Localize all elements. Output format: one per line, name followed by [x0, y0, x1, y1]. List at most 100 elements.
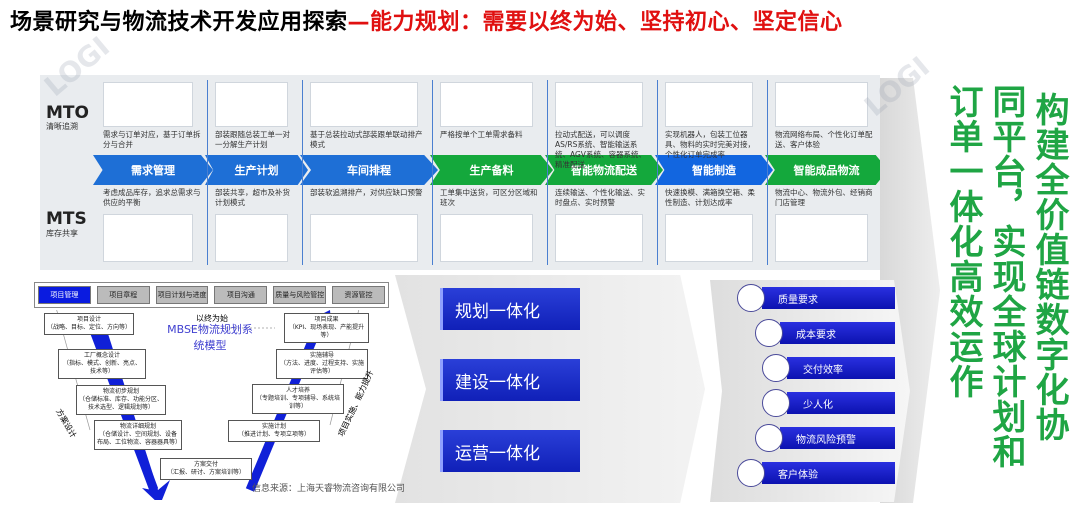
stage-image-top	[555, 82, 643, 127]
stage-image-bottom	[775, 214, 868, 262]
vmodel-box: 物流初步规划（仓储标准、库存、功能分区、技术选型、逻辑规划等）	[76, 385, 166, 415]
requirement-label: 物流风险预警	[796, 434, 856, 446]
stage-bottom-text: 考虑成品库存，追求总需求与供应的平衡	[103, 188, 201, 207]
stage-divider	[432, 80, 433, 265]
vmodel-box-detail: （KPI、现场表现、产能提升等）	[288, 324, 365, 339]
stage-image-bottom	[310, 214, 418, 262]
vmodel-box-title: 物流初步规划	[102, 388, 139, 395]
requirement-circle	[737, 459, 765, 487]
vertical-text-1: 构建全价值链数字化协	[1029, 92, 1069, 442]
integration-planning: 规划一体化	[440, 288, 580, 330]
requirement-label: 客户体验	[778, 469, 818, 481]
stage-bottom-text: 快速换模、满箱换空箱、柔性制造、计划达成率	[665, 188, 755, 207]
vmodel-center-title: MBSE物流规划系统模型	[167, 323, 253, 352]
stage-image-bottom	[555, 214, 643, 262]
stage-chevron: 智能制造	[655, 155, 773, 185]
stage-divider	[302, 80, 303, 265]
vmodel-box: 项目设计（战略、目标、定位、方向等）	[44, 313, 134, 335]
title-main: 场景研究与物流技术开发应用探索	[10, 10, 348, 35]
stage-divider	[767, 80, 768, 265]
stage-image-bottom	[665, 214, 753, 262]
vmodel-box: 实施计划（推进计划、专项立项等）	[228, 420, 320, 442]
stage-label: 车间排程	[347, 164, 391, 177]
vmodel-tab[interactable]: 质量与风险管控	[273, 286, 327, 304]
stage-chevron: 智能成品物流	[765, 155, 888, 185]
stage-chevron: 车间排程	[300, 155, 438, 185]
vmodel-box-detail: （仓储标准、库存、功能分区、技术选型、逻辑规划等）	[79, 396, 164, 411]
stage-bottom-text: 部装软追溯排产，对供应缺口预警	[310, 188, 423, 197]
stage-label: 智能制造	[692, 164, 736, 177]
stage-label: 智能物流配送	[571, 164, 637, 177]
stage-image-top	[103, 82, 193, 127]
vmodel-box: 实施辅导（方法、进度、过程支持、实施评估等）	[276, 349, 368, 379]
stage-label: 需求管理	[131, 164, 175, 177]
integration-operation: 运营一体化	[440, 430, 580, 472]
vmodel-tab[interactable]: 项目沟通	[214, 286, 268, 304]
stage-top-text: 部装跟随总装工单一对一分解生产计划	[215, 130, 290, 149]
stage-label: 智能成品物流	[793, 164, 860, 177]
requirement-item: 交付效率	[787, 357, 895, 379]
requirement-circle	[762, 389, 790, 417]
stage-bottom-text: 部装共享，超市及补货计划模式	[215, 188, 290, 207]
vmodel-box-title: 人才培养	[285, 387, 310, 394]
vmodel-tab[interactable]: 项目章程	[96, 286, 150, 304]
stage-image-top	[215, 82, 288, 127]
requirement-item: 质量要求	[762, 287, 895, 309]
stage-image-top	[440, 82, 533, 127]
integration-construction: 建设一体化	[440, 359, 580, 401]
source-note: 信息来源：上海天睿物流咨询有限公司	[252, 484, 406, 494]
vmodel-box-detail: （仓储设计、空间规划、设备布局、工位物流、容器器具等）	[97, 431, 182, 446]
vmodel-box-title: 实施辅导	[309, 352, 334, 359]
stage-label: 生产备料	[469, 164, 514, 177]
stage-bottom-text: 物流中心、物流外包、经销商门店管理	[775, 188, 873, 207]
mto-sub: 清晰追溯	[46, 122, 78, 131]
stage-chevron: 智能物流配送	[545, 155, 663, 185]
requirement-circle	[755, 319, 783, 347]
stage-top-text: 严格按单个工单需求备料	[440, 130, 523, 139]
vmodel-box-detail: （汇报、研讨、方案培训等）	[166, 469, 245, 476]
requirement-item: 成本要求	[780, 322, 895, 344]
mts-label: MTS	[46, 209, 87, 229]
stage-top-text: 基于总装拉动式部装跟单联动排产模式	[310, 130, 423, 149]
stage-image-bottom	[440, 214, 533, 262]
stage-image-top	[310, 82, 418, 127]
vmodel-box-detail: （指标、模式、创新、亮点、技术等）	[62, 360, 141, 375]
stage-top-text: 物流网络布局、个性化订单配送、客户体验	[775, 130, 873, 149]
requirement-item: 少人化	[787, 392, 895, 414]
stage-chevron: 需求管理	[93, 155, 213, 185]
vmodel-box: 工厂概念设计（指标、模式、创新、亮点、技术等）	[58, 349, 146, 379]
stage-bottom-text: 工单集中送货，可区分区域和班次	[440, 188, 538, 207]
vmodel-box-title: 方案交付	[193, 461, 218, 468]
vmodel-box-title: 物流详细规划	[119, 423, 156, 430]
vmodel-box-detail: （推进计划、专项立项等）	[237, 431, 310, 438]
requirement-label: 质量要求	[778, 294, 818, 306]
stage-chevron: 生产备料	[430, 155, 553, 185]
mts-sub: 库存共享	[46, 229, 78, 238]
stage-divider	[547, 80, 548, 265]
vmodel-tab[interactable]: 资源管控	[332, 286, 385, 304]
stage-divider	[207, 80, 208, 265]
requirement-label: 交付效率	[803, 364, 843, 376]
stage-image-bottom	[103, 214, 193, 262]
vmodel-tab[interactable]: 项目管理	[38, 286, 91, 304]
requirement-circle	[755, 424, 783, 452]
vmodel-box: 人才培养（专题培训、专项辅导、系统培训等）	[252, 384, 344, 414]
vmodel-box-title: 工厂概念设计	[83, 352, 120, 359]
requirement-circle	[762, 354, 790, 382]
requirement-circle	[737, 284, 765, 312]
stage-divider	[657, 80, 658, 265]
vmodel-box-detail: （专题培训、专项辅导、系统培训等）	[255, 395, 340, 410]
stage-image-top	[775, 82, 868, 127]
requirement-item: 客户体验	[762, 462, 895, 484]
requirement-item: 物流风险预警	[780, 427, 895, 449]
vmodel-box: 项目成果（KPI、现场表现、产能提升等）	[284, 313, 369, 343]
vmodel-top-label: 以终为始	[196, 314, 228, 323]
requirement-label: 成本要求	[796, 329, 836, 341]
vertical-text-3: 订单一体化高效运作	[943, 84, 983, 399]
requirement-label: 少人化	[803, 399, 833, 411]
stage-top-text: 需求与订单对应，基于订单拆分与合并	[103, 130, 201, 149]
vmodel-tab[interactable]: 项目计划与进度	[155, 286, 209, 304]
vmodel-tabbar: 项目管理项目章程项目计划与进度项目沟通质量与风险管控资源管控	[34, 282, 389, 308]
stage-bottom-text: 连续输送、个性化输送、实时盘点、实时预警	[555, 188, 645, 207]
mto-label: MTO	[46, 103, 89, 123]
